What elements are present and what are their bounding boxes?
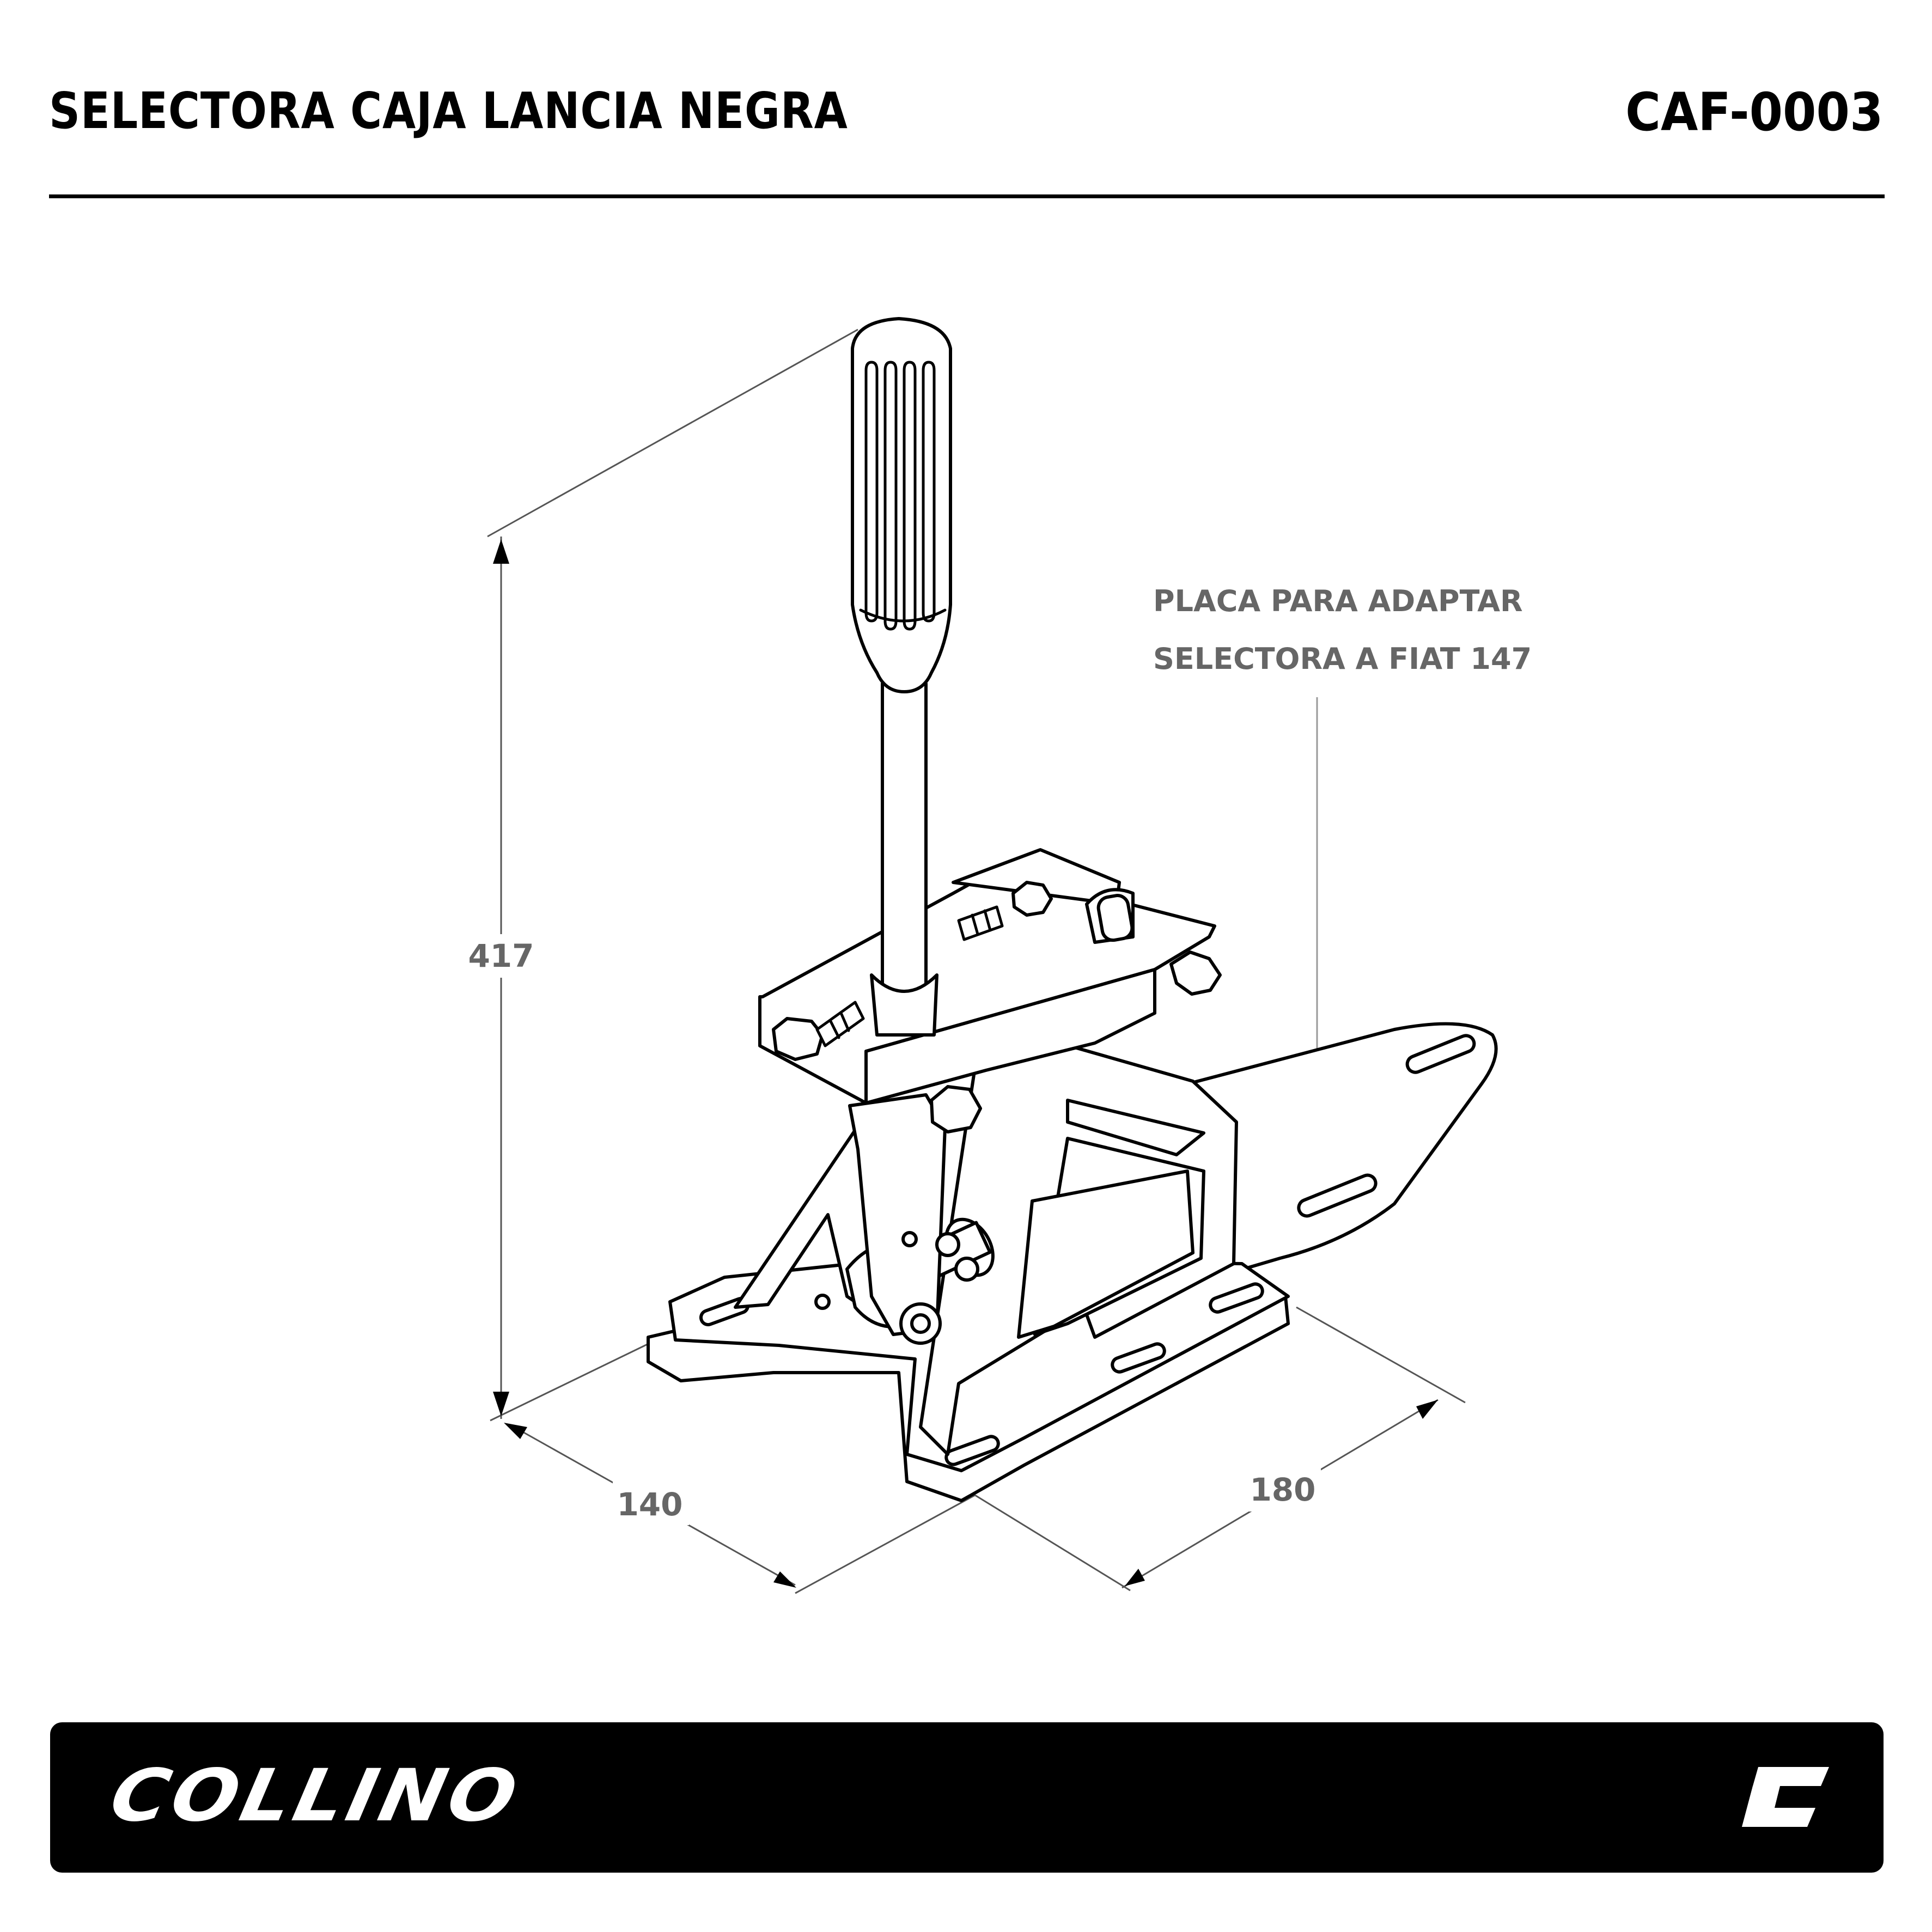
- hex-nut-center: [930, 1085, 982, 1133]
- height-dimension: 417: [468, 937, 534, 974]
- threaded-stud-right: [957, 905, 1004, 941]
- threaded-stud-left: [815, 1001, 865, 1047]
- header-divider: [49, 194, 1885, 198]
- hex-nut-right: [1169, 950, 1222, 996]
- plate-note-line2: SELECTORA A FIAT 147: [1153, 642, 1532, 676]
- product-code: CAF-0003: [1625, 82, 1883, 143]
- dimension-arrows: [493, 539, 1438, 1588]
- adapter-plate: [1186, 1022, 1498, 1287]
- brand-logo: COLLINO: [103, 1754, 528, 1838]
- footer-bar: COLLINO: [50, 1722, 1884, 1873]
- plate-note-line1: PLACA PARA ADAPTAR: [1153, 584, 1523, 618]
- product-title: SELECTORA CAJA LANCIA NEGRA: [49, 82, 848, 140]
- knob-grip-ridges: [859, 361, 947, 631]
- width-dimension: 140: [617, 1486, 682, 1523]
- hex-nut-top: [1011, 881, 1053, 917]
- collino-c-logo-icon: [1742, 1767, 1829, 1827]
- length-dimension: 180: [1250, 1471, 1315, 1508]
- hex-nut-left: [772, 1017, 824, 1061]
- shifter-assembly: [647, 317, 1498, 1502]
- shift-rod: [881, 682, 928, 993]
